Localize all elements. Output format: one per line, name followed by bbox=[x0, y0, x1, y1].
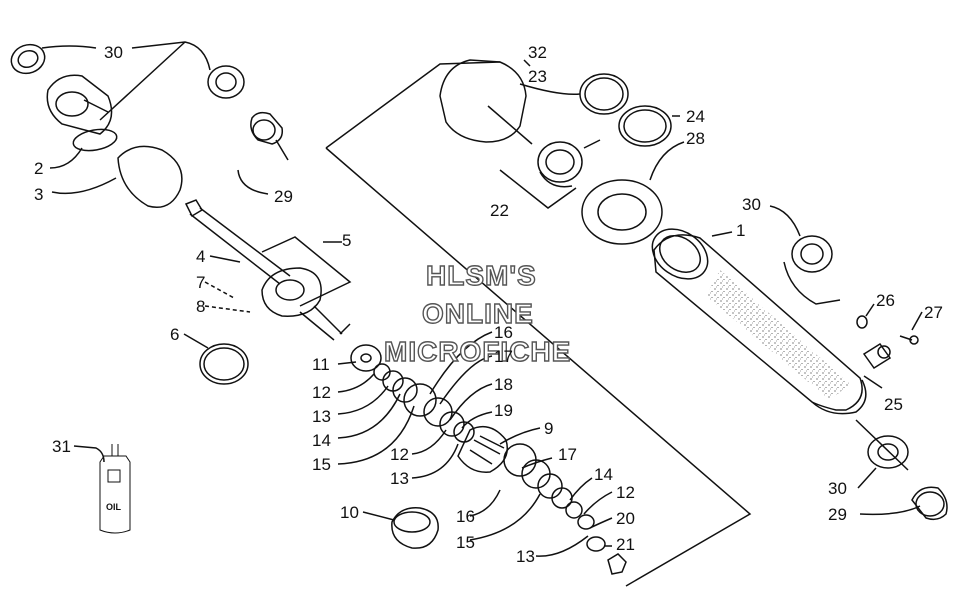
callout-24: 24 bbox=[686, 107, 705, 126]
callout-12: 12 bbox=[312, 383, 331, 402]
callout-29b: 29 bbox=[828, 505, 847, 524]
callout-17b: 17 bbox=[558, 445, 577, 464]
oil-bottle-label: OIL bbox=[106, 502, 121, 512]
part-24-ring bbox=[618, 105, 672, 147]
callout-13: 13 bbox=[312, 407, 331, 426]
part-28-seal bbox=[581, 179, 663, 245]
callout-28: 28 bbox=[686, 129, 705, 148]
watermark-line-1: HLSM'S bbox=[425, 260, 537, 291]
part-30-bushing-mid-right bbox=[791, 235, 833, 273]
part-7-8-seal-head bbox=[261, 267, 343, 341]
callout-30b: 30 bbox=[742, 195, 761, 214]
callout-26: 26 bbox=[876, 291, 895, 310]
callout-11: 11 bbox=[312, 355, 330, 374]
part-1-body bbox=[651, 228, 867, 415]
callout-32: 32 bbox=[528, 43, 547, 62]
watermark-line-3: MICROFICHE bbox=[383, 336, 572, 367]
part-6-o-ring bbox=[199, 343, 249, 385]
part-29-sleeve bbox=[250, 111, 289, 161]
part-26-fitting bbox=[856, 315, 868, 329]
callout-14b: 14 bbox=[594, 465, 613, 484]
callout-12c: 12 bbox=[616, 483, 635, 502]
part-4-shaft bbox=[184, 199, 291, 285]
callout-10: 10 bbox=[340, 503, 359, 522]
part-23-ring bbox=[579, 73, 629, 115]
callout-16: 16 bbox=[494, 323, 513, 342]
callout-30c: 30 bbox=[828, 479, 847, 498]
callout-4: 4 bbox=[196, 247, 206, 266]
callout-14: 14 bbox=[312, 431, 331, 450]
callout-2: 2 bbox=[34, 159, 44, 178]
part-31-oil-bottle bbox=[99, 444, 131, 534]
callout-21: 21 bbox=[616, 535, 635, 554]
callout-13c: 13 bbox=[516, 547, 535, 566]
callout-8: 8 bbox=[196, 297, 206, 316]
callout-19: 19 bbox=[494, 401, 513, 420]
callout-22: 22 bbox=[490, 201, 509, 220]
part-30-bushing-right bbox=[207, 65, 245, 99]
callout-1: 1 bbox=[736, 221, 746, 240]
part-3-bump-stop bbox=[117, 145, 183, 208]
callout-6: 6 bbox=[170, 325, 180, 344]
part-27-screw bbox=[899, 335, 919, 345]
callout-27: 27 bbox=[924, 303, 943, 322]
part-10-ring bbox=[391, 507, 439, 549]
callout-12b: 12 bbox=[390, 445, 409, 464]
part-22-floating-piston bbox=[537, 141, 583, 188]
callout-23: 23 bbox=[528, 67, 547, 86]
callout-20: 20 bbox=[616, 509, 635, 528]
part-29-sleeve-lower-right bbox=[911, 486, 948, 521]
callout-18: 18 bbox=[494, 375, 513, 394]
part-25-valve bbox=[862, 342, 892, 370]
callout-16b: 16 bbox=[456, 507, 475, 526]
callout-29: 29 bbox=[274, 187, 293, 206]
part-2-washer bbox=[72, 128, 118, 152]
callout-7: 7 bbox=[196, 273, 206, 292]
part-30-bushing-lower-right bbox=[855, 419, 909, 471]
callout-17: 17 bbox=[494, 347, 513, 366]
part-30-bushing-upper-left bbox=[10, 43, 46, 75]
callout-25: 25 bbox=[884, 395, 903, 414]
callout-31: 31 bbox=[52, 437, 71, 456]
callout-5: 5 bbox=[342, 231, 352, 250]
callout-30: 30 bbox=[104, 43, 123, 62]
callout-13b: 13 bbox=[390, 469, 409, 488]
callout-3: 3 bbox=[34, 185, 44, 204]
part-upper-eyelet bbox=[46, 74, 113, 135]
callout-15b: 15 bbox=[456, 533, 475, 552]
part-32-reservoir-cap bbox=[439, 59, 533, 145]
watermark-line-2: ONLINE bbox=[421, 298, 534, 329]
callout-15: 15 bbox=[312, 455, 331, 474]
callout-9: 9 bbox=[544, 419, 554, 438]
